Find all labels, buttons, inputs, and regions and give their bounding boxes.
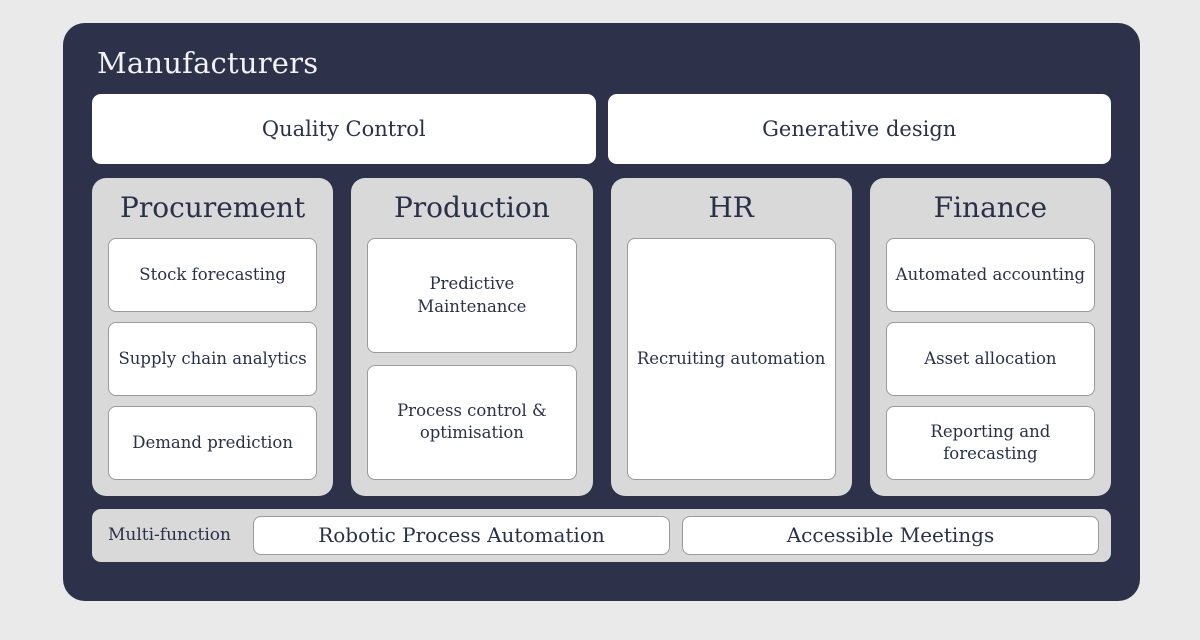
multi-function-label: Multi-function — [108, 525, 231, 546]
function-columns-row: Procurement Stock forecasting Supply cha… — [92, 177, 1111, 496]
column-title-production: Production — [393, 190, 550, 224]
card-list-production: Predictive Maintenance Process control &… — [367, 238, 577, 480]
card-demand-prediction[interactable]: Demand prediction — [108, 405, 318, 480]
column-title-finance: Finance — [933, 190, 1048, 224]
column-title-procurement: Procurement — [120, 190, 306, 224]
page-title: Manufacturers — [97, 46, 319, 80]
card-list-hr: Recruiting automation — [626, 238, 836, 480]
chip-robotic-process-automation[interactable]: Robotic Process Automation — [252, 515, 670, 555]
manufacturers-panel: Manufacturers Quality Control Generative… — [63, 23, 1140, 601]
column-title-hr: HR — [708, 190, 754, 224]
card-asset-allocation[interactable]: Asset allocation — [885, 322, 1095, 396]
column-production[interactable]: Production Predictive Maintenance Proces… — [351, 177, 593, 496]
column-hr[interactable]: HR Recruiting automation — [610, 177, 852, 496]
column-procurement[interactable]: Procurement Stock forecasting Supply cha… — [92, 177, 334, 496]
banner-generative-design[interactable]: Generative design — [607, 93, 1111, 164]
card-recruiting-automation[interactable]: Recruiting automation — [626, 238, 836, 480]
card-list-finance: Automated accounting Asset allocation Re… — [885, 238, 1095, 480]
banner-quality-control[interactable]: Quality Control — [92, 93, 596, 164]
card-predictive-maintenance[interactable]: Predictive Maintenance — [367, 238, 577, 353]
column-finance[interactable]: Finance Automated accounting Asset alloc… — [869, 177, 1111, 496]
card-automated-accounting[interactable]: Automated accounting — [885, 238, 1095, 313]
card-process-control-optimisation[interactable]: Process control & optimisation — [367, 364, 577, 480]
card-stock-forecasting[interactable]: Stock forecasting — [108, 238, 318, 313]
card-reporting-and-forecasting[interactable]: Reporting and forecasting — [885, 405, 1095, 480]
card-supply-chain-analytics[interactable]: Supply chain analytics — [108, 322, 318, 396]
card-list-procurement: Stock forecasting Supply chain analytics… — [108, 238, 318, 480]
multi-function-row: Multi-function Robotic Process Automatio… — [92, 508, 1111, 562]
top-banner-row: Quality Control Generative design — [92, 93, 1111, 164]
chip-accessible-meetings[interactable]: Accessible Meetings — [681, 515, 1099, 555]
